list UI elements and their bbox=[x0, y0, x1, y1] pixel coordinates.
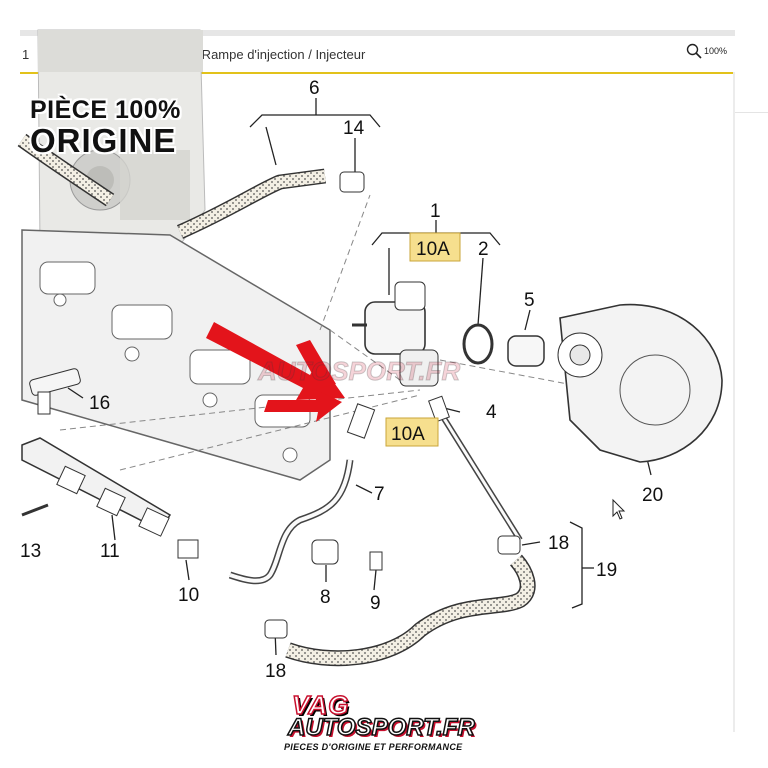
clamp-14 bbox=[339, 171, 365, 193]
bolt-13 bbox=[21, 503, 49, 517]
red-arrow-2 bbox=[264, 388, 342, 422]
hose-lower bbox=[285, 555, 535, 665]
callout-20[interactable]: 20 bbox=[642, 485, 663, 506]
callout-4[interactable]: 4 bbox=[486, 402, 497, 423]
callout-6[interactable]: 6 bbox=[309, 78, 320, 99]
union-4 bbox=[428, 395, 450, 423]
brand-logo: VAG AUTOSPORT.FR PIECES D'ORIGINE ET PER… bbox=[282, 689, 492, 754]
callout-14[interactable]: 14 bbox=[343, 118, 365, 139]
side-divider bbox=[735, 112, 768, 113]
zoom-control[interactable]: 100% bbox=[686, 43, 727, 59]
zoom-level: 100% bbox=[704, 46, 728, 56]
vacuum-pump bbox=[557, 303, 723, 463]
badge-line1: PIÈCE 100% bbox=[30, 96, 181, 124]
highlight-10a-bottom bbox=[385, 417, 439, 447]
callout-2[interactable]: 2 bbox=[478, 239, 489, 260]
breadcrumb[interactable]: nt / Rampe d'injection / Injecteur bbox=[180, 47, 365, 62]
mouse-cursor-icon bbox=[612, 498, 626, 520]
callout-7[interactable]: 7 bbox=[374, 484, 385, 505]
logo-tagline: PIECES D'ORIGINE ET PERFORMANCE bbox=[284, 742, 463, 752]
callout-5[interactable]: 5 bbox=[524, 290, 535, 311]
bolt-9 bbox=[369, 551, 383, 571]
origin-badge: PIÈCE 100% ORIGINE bbox=[30, 96, 181, 160]
logo-vag: VAG bbox=[291, 689, 350, 721]
callout-19[interactable]: 19 bbox=[596, 560, 617, 581]
magnifier-icon bbox=[686, 43, 702, 59]
scroll-divider bbox=[733, 72, 735, 732]
callout-10[interactable]: 10 bbox=[178, 585, 199, 606]
union-10a bbox=[346, 403, 376, 439]
fuel-rail bbox=[21, 437, 172, 537]
o-ring bbox=[462, 323, 494, 365]
callout-16[interactable]: 16 bbox=[89, 393, 110, 414]
callout-10a-bottom[interactable]: 10A bbox=[391, 424, 425, 445]
clamp-18-lower bbox=[264, 619, 288, 639]
bracket-8 bbox=[311, 539, 339, 565]
cylinder-head-part bbox=[21, 229, 331, 481]
fitting-10 bbox=[177, 539, 199, 559]
callout-11[interactable]: 11 bbox=[100, 541, 120, 562]
callout-10a-top[interactable]: 10A bbox=[416, 239, 450, 260]
header-bar bbox=[20, 36, 735, 74]
callout-9[interactable]: 9 bbox=[370, 593, 381, 614]
breadcrumb-prefix: 1 bbox=[22, 47, 30, 62]
injector bbox=[29, 368, 81, 415]
callout-1[interactable]: 1 bbox=[430, 201, 441, 222]
clamp-18 bbox=[497, 535, 521, 555]
badge-line2: ORIGINE bbox=[30, 122, 177, 159]
red-arrow-3 bbox=[296, 340, 336, 388]
high-pressure-pump bbox=[352, 281, 439, 387]
callout-18-lower[interactable]: 18 bbox=[265, 661, 286, 682]
red-arrow-1 bbox=[206, 322, 345, 400]
callout-8[interactable]: 8 bbox=[320, 587, 331, 608]
hose-left bbox=[18, 135, 114, 205]
hose-upper bbox=[177, 170, 326, 238]
callout-18[interactable]: 18 bbox=[548, 533, 569, 554]
watermark: AUTOSPORT.FR bbox=[257, 356, 461, 387]
highlight-10a-top bbox=[409, 232, 461, 262]
sleeve bbox=[507, 335, 545, 367]
callout-13[interactable]: 13 bbox=[20, 541, 41, 562]
logo-autosport: AUTOSPORT.FR bbox=[287, 713, 475, 742]
breadcrumb-text: nt / Rampe d'injection / Injecteur bbox=[180, 47, 366, 62]
